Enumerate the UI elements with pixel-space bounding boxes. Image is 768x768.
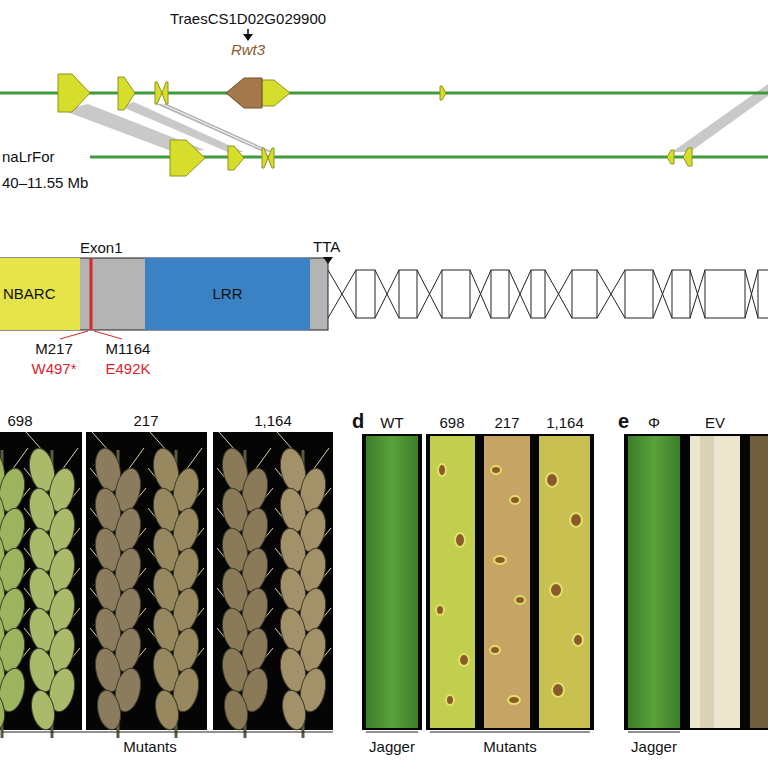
figure-label: Mutants [483, 738, 536, 756]
figure-label: 698 [7, 412, 32, 430]
figure-label: 698 [439, 414, 464, 432]
figure-label: Rwt3 [231, 41, 265, 59]
figure-label: WT [380, 414, 403, 432]
figure-label: Jagger [369, 738, 415, 756]
domain-label: NBARC [3, 285, 56, 303]
gene-structure [0, 257, 768, 339]
leaf-photos-e [624, 434, 768, 732]
domain-box: NBARC [0, 258, 80, 330]
figure-label: EV [705, 414, 725, 432]
panel-letter: d [352, 410, 364, 432]
domain-box: LRR [145, 258, 310, 330]
rwt3-gene [226, 78, 262, 108]
chromosome-lines [0, 93, 768, 157]
gene-arrows [58, 74, 692, 176]
figure-label: M1164 [106, 340, 151, 358]
figure-label: TTA [313, 238, 340, 256]
figure-label: Φ [648, 414, 660, 432]
figure-label: 1,164 [254, 412, 292, 430]
figure-label: E492K [105, 360, 150, 378]
pointer-arrow [243, 29, 253, 41]
figure-label: 217 [494, 414, 519, 432]
figure-label: TraesCS1D02G029900 [170, 10, 326, 28]
panel-letter: e [618, 410, 629, 432]
figure-label: Exon1 [80, 239, 123, 257]
figure-label: naLrFor [2, 148, 55, 166]
figure-label: 217 [133, 412, 158, 430]
figure-label: M217 [35, 340, 73, 358]
figure-label: Mutants [123, 738, 176, 756]
figure-label: 1,164 [546, 414, 584, 432]
figure-label: 40–11.55 Mb [2, 174, 88, 192]
figure-label: Jagger [631, 738, 677, 756]
spike-photos [0, 432, 333, 738]
leaf-photos [362, 434, 594, 732]
domain-label: LRR [212, 285, 242, 303]
figure-label: W497* [31, 360, 76, 378]
